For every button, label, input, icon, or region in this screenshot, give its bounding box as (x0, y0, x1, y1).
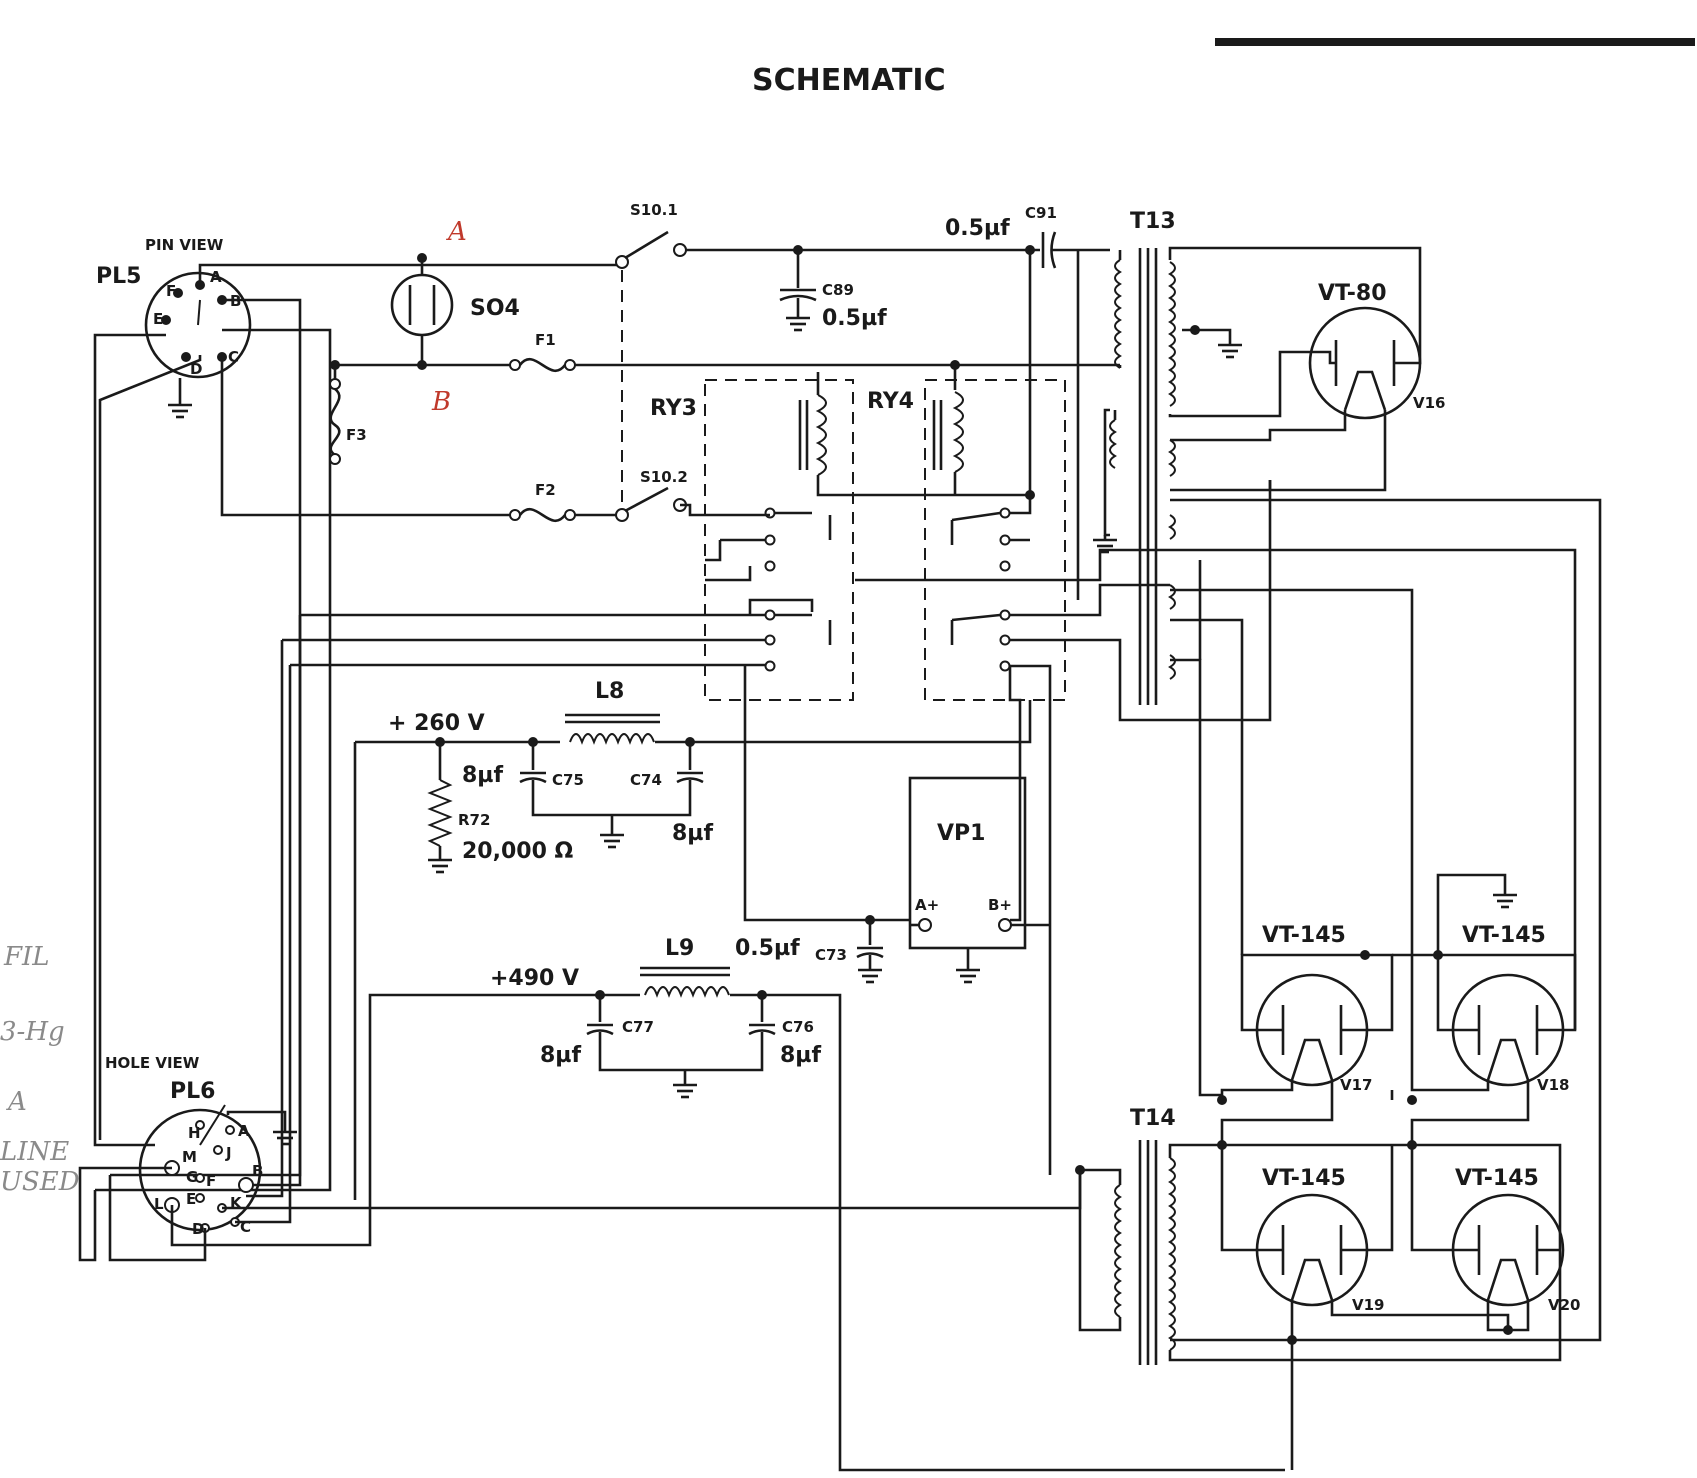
c74-value: 8µf (672, 821, 713, 846)
pl6-pin-b: B (252, 1162, 263, 1180)
c77-label: C77 (622, 1018, 654, 1036)
pencil-note-4: LINE (0, 1137, 69, 1167)
vt80-tube (1170, 306, 1422, 492)
vt145-v17-label: VT-145 (1262, 923, 1346, 948)
v18-label: V18 (1537, 1076, 1569, 1094)
l8-label: L8 (595, 679, 624, 704)
pl6-pin-j: J (225, 1144, 232, 1162)
ry4-contacts (950, 495, 1032, 672)
s10-2-label: S10.2 (640, 468, 688, 486)
f2-label: F2 (535, 481, 556, 499)
v19-label: V19 (1352, 1296, 1384, 1314)
c77-value: 8µf (540, 1043, 581, 1068)
pl6-pin-c: C (240, 1218, 251, 1236)
ry4-coil (932, 360, 964, 495)
pin-view-label: PIN VIEW (145, 236, 224, 254)
a-plus-label: A+ (915, 896, 939, 914)
f3-label: F3 (346, 426, 367, 444)
v16-label: V16 (1413, 394, 1445, 412)
r72-value: 20,000 Ω (462, 839, 574, 864)
c75-label: C75 (552, 771, 584, 789)
vt145-v18-label: VT-145 (1462, 923, 1546, 948)
pl5-pin-d: D (190, 360, 202, 378)
r72-label: R72 (458, 811, 490, 829)
ry3-contacts (680, 503, 832, 672)
s10-1-label: S10.1 (630, 201, 678, 219)
pl6-pin-g: G (186, 1168, 198, 1186)
pencil-b: B (431, 387, 451, 417)
ry4-label: RY4 (867, 389, 914, 414)
pencil-note-5: USED (0, 1167, 80, 1197)
vp1-block (908, 776, 1027, 950)
pl5-pin-a: A (210, 268, 222, 286)
so4-tube (390, 253, 454, 370)
vt80-label: VT-80 (1318, 281, 1387, 306)
s10-1-switch (615, 230, 800, 269)
pl6-pin-d: D (192, 1220, 204, 1238)
pl5-pin-c: C (228, 348, 239, 366)
pencil-note-1: FIL (3, 942, 50, 972)
pl6-pin-f: F (206, 1172, 216, 1190)
t13-label: T13 (1130, 209, 1176, 234)
t14-transformer: T14 (1114, 1106, 1176, 1365)
plus260-label: + 260 V (388, 711, 485, 736)
c73-label: C73 (815, 946, 847, 964)
pl6-pin-l: L (154, 1195, 164, 1213)
pl6-pin-e: E (186, 1190, 196, 1208)
c76-label: C76 (782, 1018, 814, 1036)
pl6-connector: H A M J B G F L E K D C (138, 1104, 263, 1238)
vt145-v20-label: VT-145 (1455, 1166, 1539, 1191)
t14-label: T14 (1130, 1106, 1176, 1131)
pl6-pin-a: A (238, 1122, 250, 1140)
so4-label: SO4 (470, 296, 520, 321)
v20-label: V20 (1548, 1296, 1580, 1314)
c89-label: C89 (822, 281, 854, 299)
pencil-a: A (446, 217, 467, 247)
vt145-v17-tube (1240, 953, 1394, 1087)
v17-label: V17 (1340, 1076, 1372, 1094)
c75-value: 8µf (462, 763, 503, 788)
pl6-pin-m: M (182, 1148, 197, 1166)
c91-value: 0.5µf (945, 216, 1010, 241)
hole-view-label: HOLE VIEW (105, 1054, 200, 1072)
f1-label: F1 (535, 331, 556, 349)
vt145-v19-tube (1220, 1145, 1394, 1307)
pl5-pin-f: F (166, 282, 176, 300)
header-rule (1215, 38, 1695, 46)
pl6-label: PL6 (170, 1079, 215, 1104)
b-plus-label: B+ (988, 896, 1012, 914)
c74-label: C74 (630, 771, 662, 789)
l9-label: L9 (665, 936, 694, 961)
c76-value: 8µf (780, 1043, 821, 1068)
vt145-v20-tube (1410, 1145, 1565, 1307)
pl5-label: PL5 (96, 264, 141, 289)
s10-2-switch (615, 486, 687, 522)
vp1-label: VP1 (937, 821, 985, 846)
pl5-ground (168, 378, 192, 419)
c89-value: 0.5µf (822, 306, 887, 331)
schematic-title: SCHEMATIC (752, 63, 946, 98)
vt145-v19-label: VT-145 (1262, 1166, 1346, 1191)
c73-value: 0.5µf (735, 936, 800, 961)
t13-transformer: T13 (1109, 209, 1176, 705)
vt145-v18-tube (1436, 953, 1577, 1087)
pl6-pin-h: H (188, 1124, 201, 1142)
pencil-note-2: 3-Hg (0, 1017, 65, 1047)
ry3-label: RY3 (650, 396, 697, 421)
c91-label: C91 (1025, 204, 1057, 222)
ry3-coil (798, 372, 1030, 497)
pencil-notes: FIL 3-Hg A LINE USED (0, 942, 80, 1197)
pl5-pin-e: E (153, 310, 163, 328)
plus490-label: +490 V (490, 966, 579, 991)
pencil-note-3: A (6, 1087, 27, 1117)
